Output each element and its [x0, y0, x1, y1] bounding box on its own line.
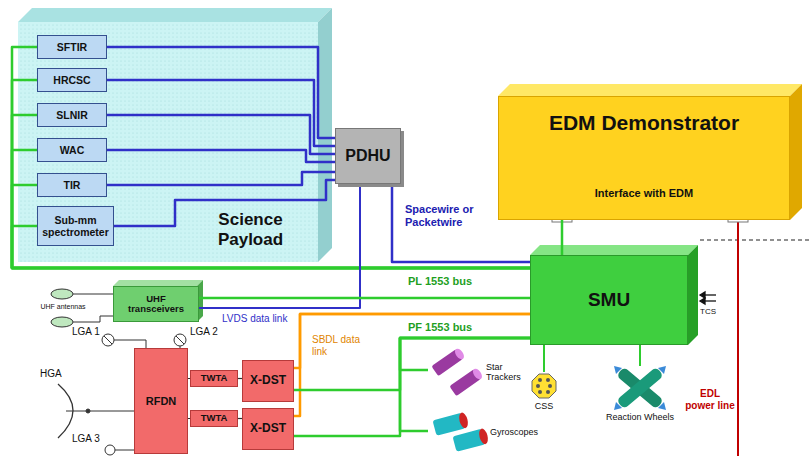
css-sensor: CSS [522, 372, 566, 414]
node-text: HRCSC [53, 74, 90, 86]
bus-connector [294, 314, 530, 416]
instrument-box: HRCSC [37, 68, 107, 92]
node-text: X-DST [250, 422, 286, 435]
gyroscope-icon [432, 412, 489, 452]
xdst-box: X-DST [242, 360, 294, 402]
node-text: RFDN [146, 395, 177, 407]
gyroscopes: Gyroscopes [428, 410, 538, 452]
smu-top [530, 245, 698, 255]
node-text: TIR [64, 179, 81, 191]
reaction-wheels: Reaction Wheels [600, 366, 680, 426]
css-icon [532, 374, 556, 398]
connector-label: HGA [40, 368, 62, 380]
reaction-wheel-icon [614, 366, 666, 410]
smu-side [688, 245, 698, 345]
smu-box: SMU [530, 255, 688, 345]
node-text: Interface with EDM [499, 187, 789, 199]
bus-connector [12, 80, 530, 268]
payload-top [18, 8, 332, 22]
payload-side [318, 8, 332, 262]
instrument-box: WAC [37, 138, 107, 162]
star-trackers: Star Trackers [428, 342, 522, 398]
node-text: CSS [522, 401, 566, 411]
bus-connector [294, 338, 530, 390]
node-text: Reaction Wheels [600, 412, 680, 422]
bus-connector [12, 115, 530, 268]
node-text: Star Trackers [486, 362, 522, 383]
bus-connector [12, 47, 530, 268]
instrument-box: Sub-mm spectrometer [37, 206, 114, 246]
node-text: TWTA [201, 373, 228, 383]
bus-connector [107, 47, 335, 138]
twta-box: TWTA [190, 410, 238, 427]
node-text: Sub-mm spectrometer [41, 214, 110, 238]
connector-label: TCS [700, 307, 716, 316]
twta-box: TWTA [190, 370, 238, 387]
bus-connector [294, 314, 530, 368]
connector-label: LGA 3 [72, 433, 100, 445]
node-text: EDM Demonstrator [499, 111, 789, 134]
node-text: SLNIR [56, 109, 88, 121]
connector-label: EDL power line [684, 388, 736, 411]
node-text: WAC [60, 144, 85, 156]
node-text: Gyroscopes [490, 427, 538, 437]
dashed-line [700, 239, 811, 240]
tcs-arrows [700, 292, 716, 304]
node-text: SFTIR [57, 41, 87, 53]
bus-connector [107, 150, 335, 162]
bus-connector [12, 150, 530, 268]
connector-label: UHF antennas [38, 303, 88, 311]
bus-connector [400, 338, 530, 370]
connector-label: LVDS data link [222, 313, 287, 325]
bus-connector [400, 338, 530, 431]
connector-label: LGA 1 [72, 326, 100, 338]
bus-connector [199, 297, 530, 300]
bus-connector [107, 80, 335, 146]
edm-box: EDM DemonstratorInterface with EDM [498, 96, 790, 220]
bus-connector [639, 345, 641, 366]
connector-label: LGA 2 [190, 326, 218, 338]
payload-region: Science Payload SFTIR HRCSC SLNIR WAC TIR Sub-… [18, 22, 318, 262]
connector-label: Spacewire or Packetwire [405, 203, 485, 228]
edm-side [790, 84, 802, 220]
bus-connector [107, 115, 335, 154]
star-tracker-icon [431, 347, 483, 396]
node-text: PDHU [345, 147, 390, 165]
bus-connector [12, 185, 530, 268]
edm-top [498, 84, 802, 96]
bus-connector [561, 220, 564, 255]
bus-connector [543, 345, 545, 372]
bus-connector [294, 338, 530, 436]
instrument-box: SLNIR [37, 103, 107, 127]
connector-label: PL 1553 bus [408, 275, 472, 288]
node-text: Science Payload [188, 210, 313, 249]
node-text: SMU [588, 290, 630, 311]
connector-label: SBDL data link [312, 334, 366, 357]
rfdn-box: RFDN [134, 348, 188, 454]
node-text: X-DST [250, 374, 286, 387]
pdhu-box: PDHU [335, 128, 401, 184]
edl-power-line [737, 222, 739, 456]
instrument-box: SFTIR [37, 35, 107, 59]
node-text: UHF transceivers [117, 294, 195, 315]
bus-connector [107, 172, 335, 185]
xdst-box: X-DST [242, 408, 294, 450]
connector-label: PF 1553 bus [408, 321, 472, 334]
node-text: TWTA [201, 413, 228, 423]
instrument-box: TIR [37, 173, 107, 197]
uhf-box: UHF transceivers [113, 286, 199, 322]
